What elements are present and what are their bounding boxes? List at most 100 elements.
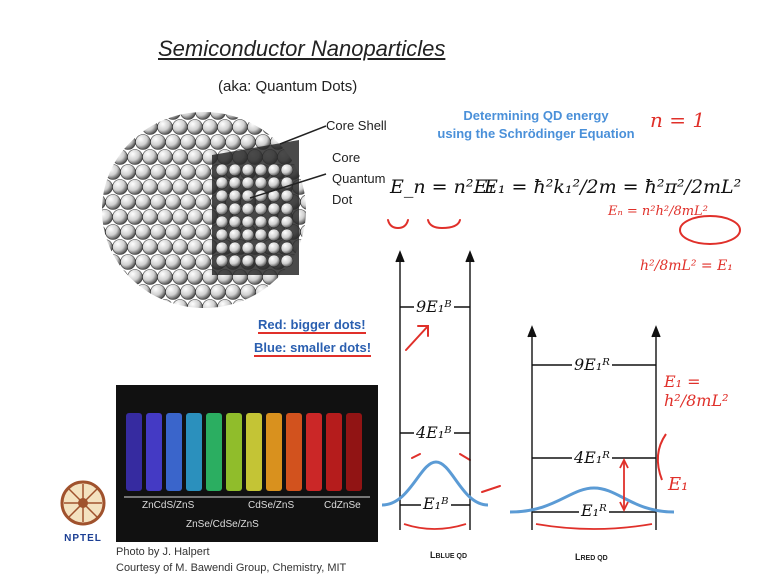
core-atom-sphere xyxy=(254,176,268,190)
atom-sphere xyxy=(202,119,218,135)
atom-sphere xyxy=(240,284,256,300)
core-atom-sphere xyxy=(254,202,268,216)
atom-sphere xyxy=(195,254,211,270)
atom-sphere xyxy=(172,239,188,255)
atom-sphere xyxy=(157,149,173,165)
blue-smaller-note: Blue: smaller dots! xyxy=(254,340,372,357)
atom-sphere xyxy=(105,254,121,270)
quantum-label: Quantum xyxy=(332,171,386,186)
vial xyxy=(126,413,142,491)
core-atom-sphere xyxy=(228,163,242,177)
photo-label-cdse: CdSe/ZnS xyxy=(248,500,295,511)
core-atom-sphere xyxy=(280,228,294,242)
atom-sphere xyxy=(172,209,188,225)
vial xyxy=(146,413,162,491)
atom-sphere xyxy=(187,119,203,135)
core-atom-sphere xyxy=(215,163,229,177)
photo-label-zncds: ZnCdS/ZnS xyxy=(142,500,195,511)
atom-sphere xyxy=(142,239,158,255)
core-atom-sphere xyxy=(228,254,242,268)
atom-sphere xyxy=(142,299,158,308)
qd-energy-heading: Determining QD energy using the Schrödin… xyxy=(436,107,636,143)
core-atom-sphere xyxy=(228,241,242,255)
atom-sphere xyxy=(120,134,136,150)
atom-sphere xyxy=(217,119,233,135)
atom-sphere xyxy=(112,299,128,308)
atom-sphere xyxy=(135,134,151,150)
atom-sphere xyxy=(120,164,136,180)
atom-sphere xyxy=(180,194,196,210)
atom-sphere xyxy=(187,179,203,195)
atom-sphere xyxy=(195,194,211,210)
atom-sphere xyxy=(112,119,128,135)
atom-sphere xyxy=(172,179,188,195)
atom-sphere xyxy=(225,284,241,300)
ground-state-equation: E₁ = ħ²k₁²/2m = ħ²π²/2mL² xyxy=(484,176,742,198)
atom-sphere xyxy=(105,112,121,120)
atom-sphere xyxy=(127,239,143,255)
atom-sphere xyxy=(120,224,136,240)
atom-sphere xyxy=(180,254,196,270)
atom-sphere xyxy=(135,112,151,120)
atom-sphere xyxy=(157,179,173,195)
core-atom-sphere xyxy=(215,254,229,268)
atom-sphere xyxy=(102,269,113,285)
vials-graphic xyxy=(124,413,370,498)
atom-sphere xyxy=(102,119,113,135)
atom-sphere xyxy=(142,149,158,165)
atom-sphere xyxy=(127,119,143,135)
atom-sphere xyxy=(102,134,106,150)
core-atom-sphere xyxy=(267,163,281,177)
atom-sphere xyxy=(102,254,106,270)
core-atom-sphere xyxy=(228,176,242,190)
vial xyxy=(206,413,222,491)
core-atom-sphere xyxy=(280,241,294,255)
vial xyxy=(326,413,342,491)
core-atom-sphere xyxy=(267,176,281,190)
energy-level-equation: E_n = n²E₁ xyxy=(390,176,495,198)
vial xyxy=(346,413,362,491)
handwritten-en-formula: Eₙ = n²h²/8mL² xyxy=(608,204,708,219)
core-atom-sphere xyxy=(267,228,281,242)
core-atom-sphere xyxy=(280,163,294,177)
atom-sphere xyxy=(202,299,218,308)
atom-sphere xyxy=(292,299,306,308)
atom-sphere xyxy=(120,254,136,270)
core-atom-sphere xyxy=(228,228,242,242)
vial xyxy=(286,413,302,491)
atom-sphere xyxy=(150,254,166,270)
atom-sphere xyxy=(102,284,106,300)
atom-sphere xyxy=(210,284,226,300)
atom-sphere xyxy=(102,299,113,308)
atom-sphere xyxy=(195,284,211,300)
qd-heading-line1: Determining QD energy xyxy=(463,108,609,123)
core-atom-sphere xyxy=(254,163,268,177)
core-atom-sphere xyxy=(241,241,255,255)
atom-sphere xyxy=(217,299,233,308)
atom-sphere xyxy=(300,224,306,240)
vial xyxy=(306,413,322,491)
core-atom-sphere xyxy=(280,254,294,268)
atom-sphere xyxy=(300,194,306,210)
atom-sphere xyxy=(210,134,226,150)
atom-sphere xyxy=(120,112,136,120)
atom-sphere xyxy=(300,254,306,270)
handwritten-bracket xyxy=(656,433,667,481)
nptel-logo: NPTEL xyxy=(58,478,108,550)
atom-sphere xyxy=(165,284,181,300)
core-atom-sphere xyxy=(267,215,281,229)
core-atom-sphere xyxy=(215,202,229,216)
atom-sphere xyxy=(157,299,173,308)
vial xyxy=(246,413,262,491)
atom-sphere xyxy=(225,112,241,120)
core-atom-sphere xyxy=(215,215,229,229)
atom-sphere xyxy=(195,112,211,120)
handwritten-n-equals-1: n = 1 xyxy=(650,108,706,132)
core-atom-sphere xyxy=(241,254,255,268)
atom-sphere xyxy=(142,119,158,135)
atom-sphere xyxy=(187,239,203,255)
group-credit: Courtesy of M. Bawendi Group, Chemistry,… xyxy=(116,562,347,574)
atom-sphere xyxy=(102,239,113,255)
atom-sphere xyxy=(150,284,166,300)
core-atom-sphere xyxy=(241,215,255,229)
